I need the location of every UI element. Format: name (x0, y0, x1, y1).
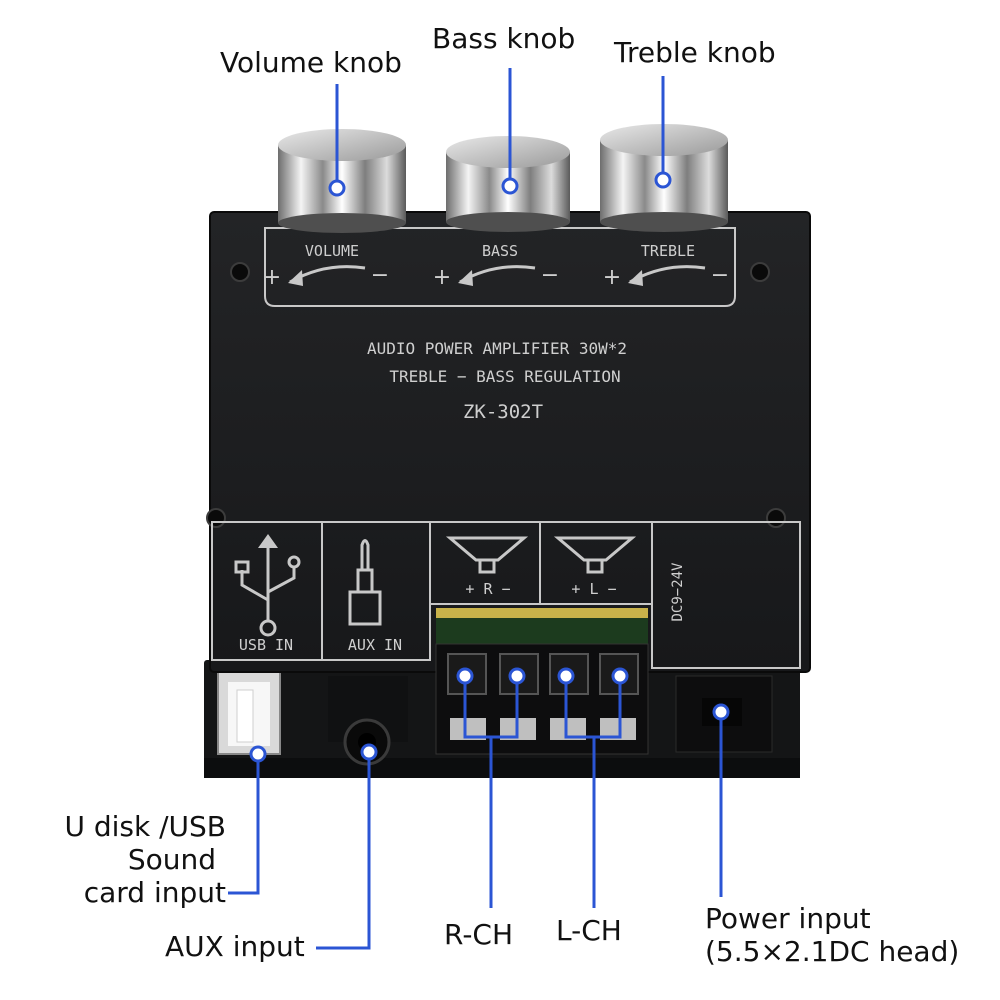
bass-plus: + (433, 265, 451, 290)
speaker-right-icon (445, 536, 529, 574)
volume-minus: − (371, 263, 389, 288)
aux-input-callout: AUX input (165, 930, 305, 963)
power-callout-line-2: (5.5×2.1DC head) (705, 935, 960, 968)
volume-plus: + (263, 265, 281, 290)
power-callout-line-1: Power input (705, 902, 871, 935)
bass-label: BASS (482, 242, 518, 260)
volume-knob (278, 129, 406, 233)
dc-voltage-label: DC9−24V (670, 562, 686, 622)
usb-symbol-icon (234, 534, 301, 637)
knob-frame (264, 227, 736, 307)
volume-label: VOLUME (305, 242, 359, 260)
pcb-edge (204, 758, 800, 778)
right-channel-callout: R-CH (444, 918, 514, 951)
treble-minus: − (711, 263, 729, 288)
right-channel-label: + R − (465, 580, 510, 598)
treble-knob-callout: Treble knob (614, 36, 776, 69)
model-number: ZK-302T (463, 401, 543, 423)
pointer-dots (249, 171, 730, 763)
usb-input-callout: U disk /USB Sound card input (40, 810, 226, 909)
power-input-callout: Power input (5.5×2.1DC head) (705, 902, 959, 968)
bass-knob-callout: Bass knob (432, 22, 576, 55)
treble-label: TREBLE (641, 242, 695, 260)
title-line-2: TREBLE − BASS REGULATION (389, 367, 620, 386)
io-frame (211, 521, 801, 669)
treble-knob (600, 124, 728, 232)
aux-jack (328, 676, 408, 766)
bass-minus: − (541, 263, 559, 288)
left-channel-callout: L-CH (556, 914, 622, 947)
usb-callout-line-2: Sound (127, 843, 216, 876)
usb-port (217, 671, 281, 755)
left-channel-label: + L − (571, 580, 616, 598)
title-line-1: AUDIO POWER AMPLIFIER 30W*2 (367, 339, 627, 358)
arrowheads (288, 270, 643, 286)
aux-in-label: AUX IN (348, 636, 402, 654)
usb-callout-line-3: card input (83, 876, 226, 909)
treble-plus: + (603, 265, 621, 290)
usb-in-label: USB IN (239, 636, 293, 654)
pointer-lines (228, 68, 723, 950)
volume-knob-callout: Volume knob (220, 46, 402, 79)
aux-symbol-icon (348, 539, 382, 626)
speaker-left-icon (553, 536, 637, 574)
usb-callout-line-1: U disk /USB (64, 810, 226, 843)
